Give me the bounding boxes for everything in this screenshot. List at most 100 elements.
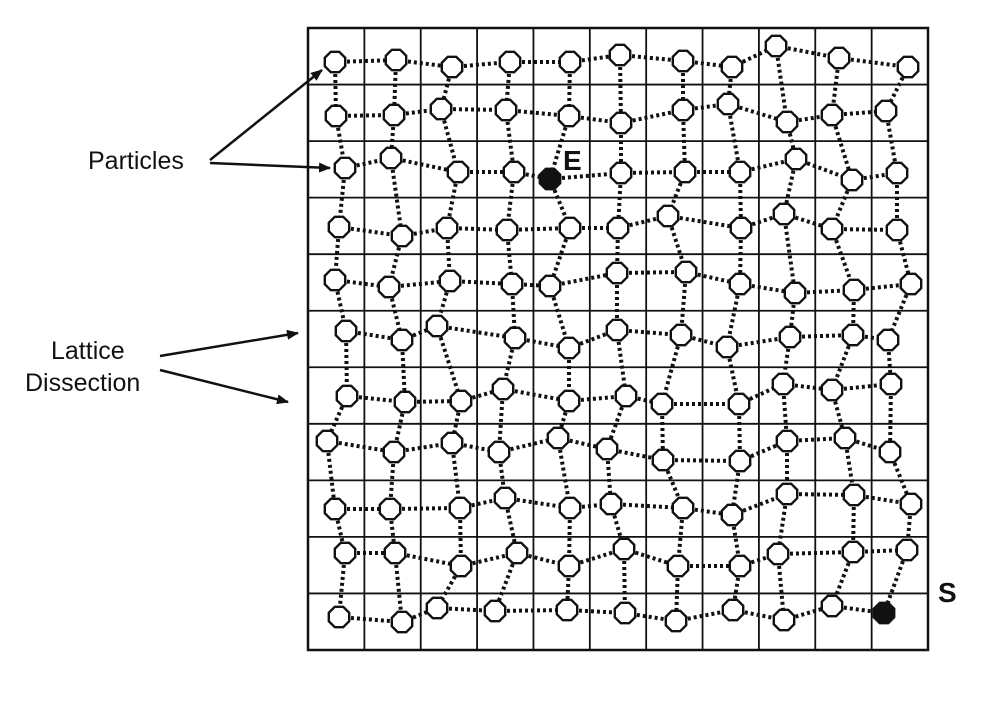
particle-link	[497, 388, 505, 453]
particle	[503, 326, 527, 350]
particle	[728, 554, 752, 578]
particle	[820, 217, 844, 241]
particle	[425, 314, 449, 338]
particle-link	[774, 45, 789, 123]
particle	[666, 554, 690, 578]
particle-link	[338, 615, 403, 624]
particle-link	[494, 608, 568, 613]
particle	[502, 160, 526, 184]
particle	[435, 216, 459, 240]
particle	[820, 594, 844, 618]
particle	[557, 389, 581, 413]
particle	[896, 55, 920, 79]
particle	[555, 598, 579, 622]
particle	[840, 168, 864, 192]
start-marker-label: S	[938, 577, 957, 608]
particle-link	[610, 502, 684, 510]
particle-link	[337, 552, 347, 618]
particle	[878, 440, 902, 464]
particle-link	[548, 227, 572, 287]
particle	[651, 448, 675, 472]
particle	[673, 160, 697, 184]
particles-arrow-1	[209, 69, 323, 161]
particle	[557, 554, 581, 578]
particle	[605, 318, 629, 342]
particle	[384, 48, 408, 72]
particle	[784, 147, 808, 171]
particle	[327, 215, 351, 239]
particle	[558, 50, 582, 74]
particle	[449, 389, 473, 413]
particle	[483, 599, 507, 623]
callout-arrows	[159, 69, 331, 405]
particle	[448, 496, 472, 520]
particle-link	[620, 108, 684, 125]
particle	[440, 431, 464, 455]
particle	[378, 497, 402, 521]
particle	[493, 486, 517, 510]
particle	[393, 390, 417, 414]
particle	[440, 55, 464, 79]
particle	[334, 319, 358, 343]
particle	[557, 104, 581, 128]
particle	[650, 392, 674, 416]
particle	[546, 426, 570, 450]
particle	[671, 49, 695, 73]
particle	[842, 483, 866, 507]
particle-link	[777, 550, 854, 556]
particle	[390, 224, 414, 248]
particle	[720, 503, 744, 527]
particle	[664, 609, 688, 633]
particle	[827, 46, 851, 70]
particle	[716, 92, 740, 116]
particle	[323, 497, 347, 521]
particles-layer	[315, 34, 923, 634]
particle	[772, 608, 796, 632]
particle-link	[616, 328, 682, 337]
particle	[727, 392, 751, 416]
particle	[323, 268, 347, 292]
particle	[729, 216, 753, 240]
particle	[674, 260, 698, 284]
particle	[390, 328, 414, 352]
particle	[841, 323, 865, 347]
particle	[335, 384, 359, 408]
particle-link	[388, 279, 451, 289]
particle	[820, 378, 844, 402]
particle-link	[506, 226, 571, 232]
particle	[382, 103, 406, 127]
particle	[327, 605, 351, 629]
particle-link	[389, 157, 404, 237]
particle	[606, 216, 630, 240]
particles-arrow-2	[209, 161, 331, 173]
particle	[715, 335, 739, 359]
particles-label: Particles	[88, 147, 184, 175]
particle-link	[400, 339, 407, 403]
particle	[323, 50, 347, 74]
particle	[383, 541, 407, 565]
particle-link	[505, 108, 570, 118]
particle	[382, 440, 406, 464]
particle	[538, 274, 562, 298]
particle	[487, 440, 511, 464]
particle	[377, 275, 401, 299]
particle	[379, 146, 403, 170]
particle-link	[681, 109, 687, 173]
particle	[764, 34, 788, 58]
end-marker-label: E	[563, 145, 582, 176]
particle-link	[436, 324, 516, 340]
particle-link	[620, 170, 686, 175]
particle	[315, 429, 339, 453]
particle-link	[622, 548, 627, 614]
solid-particle	[872, 601, 896, 625]
particle	[429, 97, 453, 121]
particle	[775, 482, 799, 506]
particle	[446, 160, 470, 184]
particle	[728, 449, 752, 473]
particle-link	[725, 283, 742, 348]
particle	[614, 384, 638, 408]
particle	[820, 103, 844, 127]
particle	[438, 269, 462, 293]
particle	[558, 496, 582, 520]
particle	[656, 204, 680, 228]
